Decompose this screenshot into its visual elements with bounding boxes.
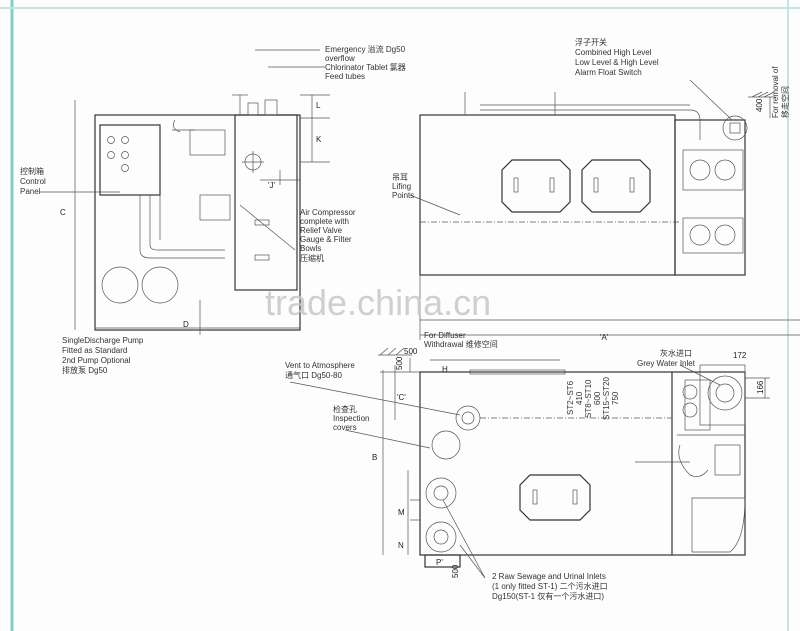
svg-text:'J': 'J' xyxy=(268,181,276,190)
svg-text:通气口 Dg50-80: 通气口 Dg50-80 xyxy=(285,370,342,380)
plan-view xyxy=(289,347,770,579)
label-discharge-pump: SingleDischarge Pump Fitted as Standard … xyxy=(62,336,144,375)
label-raw-sewage: 2 Raw Sewage and Urinal Inlets (1 only f… xyxy=(492,572,608,601)
svg-text:SingleDischarge Pump: SingleDischarge Pump xyxy=(62,336,144,345)
svg-text:Dg150(ST-1 仅有一个污水进口): Dg150(ST-1 仅有一个污水进口) xyxy=(492,591,604,601)
svg-text:D: D xyxy=(183,320,189,329)
svg-text:500: 500 xyxy=(404,347,418,356)
svg-text:M: M xyxy=(398,508,405,517)
svg-text:500: 500 xyxy=(451,564,460,578)
svg-text:检查孔: 检查孔 xyxy=(333,404,357,414)
svg-text:Points: Points xyxy=(392,191,414,200)
svg-text:Low Level & High Level: Low Level & High Level xyxy=(575,58,659,67)
svg-text:Panel: Panel xyxy=(20,187,41,196)
svg-text:灰水进口: 灰水进口 xyxy=(660,348,692,358)
svg-text:Combined High Level: Combined High Level xyxy=(575,48,652,57)
svg-text:B: B xyxy=(372,453,377,462)
svg-text:750: 750 xyxy=(611,391,620,405)
svg-text:Feed tubes: Feed tubes xyxy=(325,72,365,81)
svg-text:Withdrawal 维修空间: Withdrawal 维修空间 xyxy=(424,339,498,349)
svg-text:Chlorinator Tablet 氯器: Chlorinator Tablet 氯器 xyxy=(325,62,406,72)
svg-text:H: H xyxy=(442,365,448,374)
label-lifting-points: 吊耳 Lifing Points xyxy=(392,173,414,200)
svg-text:K: K xyxy=(316,135,322,144)
svg-text:ST15~ST20: ST15~ST20 xyxy=(602,377,611,420)
inspection-cover-1 xyxy=(501,159,571,213)
inspection-cover-2 xyxy=(581,159,651,213)
label-float-switch: 浮子开关 Combined High Level Low Level & Hig… xyxy=(575,37,659,77)
label-chlorinator: Chlorinator Tablet 氯器 Feed tubes xyxy=(325,62,406,81)
svg-text:排放泵 Dg50: 排放泵 Dg50 xyxy=(62,365,108,375)
inspection-cover-plan xyxy=(519,474,591,521)
label-removal: For removal of 移走空间 xyxy=(771,66,790,118)
svg-text:Relief Valve: Relief Valve xyxy=(300,226,343,235)
svg-text:172: 172 xyxy=(733,351,747,360)
svg-text:Emergency 溢流 Dg50: Emergency 溢流 Dg50 xyxy=(325,44,406,54)
dimension-labels: C D L K 'J' 'A' 'C' B H M N P' 400 500 5… xyxy=(60,98,765,578)
svg-text:600: 600 xyxy=(593,391,602,405)
control-panel-box xyxy=(99,124,161,196)
svg-text:浮子开关: 浮子开关 xyxy=(575,37,607,47)
svg-text:covers: covers xyxy=(333,423,357,432)
svg-text:For Diffuser: For Diffuser xyxy=(424,331,466,340)
svg-text:410: 410 xyxy=(575,391,584,405)
svg-text:166: 166 xyxy=(756,380,765,394)
svg-text:For removal of: For removal of xyxy=(771,66,780,118)
svg-text:P': P' xyxy=(436,558,443,567)
svg-text:2 Raw Sewage and Urinal Inlets: 2 Raw Sewage and Urinal Inlets xyxy=(492,572,606,581)
svg-text:'A': 'A' xyxy=(600,333,609,342)
svg-text:'C': 'C' xyxy=(397,393,406,402)
svg-text:2nd Pump Optional: 2nd Pump Optional xyxy=(62,356,131,365)
svg-text:Gauge & Filter: Gauge & Filter xyxy=(300,235,352,244)
svg-text:ST2~ST6: ST2~ST6 xyxy=(566,380,575,415)
svg-text:400: 400 xyxy=(755,98,764,112)
svg-text:Fitted as Standard: Fitted as Standard xyxy=(62,346,127,355)
svg-text:N: N xyxy=(398,541,404,550)
svg-text:Grey Water Inlet: Grey Water Inlet xyxy=(637,359,696,368)
svg-text:Control: Control xyxy=(20,177,46,186)
svg-text:L: L xyxy=(316,101,321,110)
svg-text:移走空间: 移走空间 xyxy=(780,86,790,118)
svg-text:overflow: overflow xyxy=(325,54,355,63)
svg-text:Air Compressor: Air Compressor xyxy=(300,208,356,217)
svg-text:Alarm Float Switch: Alarm Float Switch xyxy=(575,68,642,77)
label-grey-water: 灰水进口 Grey Water Inlet xyxy=(637,348,696,368)
label-inspection: 检查孔 Inspection covers xyxy=(333,404,369,432)
svg-text:Inspection: Inspection xyxy=(333,414,369,423)
svg-text:500: 500 xyxy=(395,356,404,370)
svg-text:控制箱: 控制箱 xyxy=(20,166,44,176)
svg-text:ST8~ST10: ST8~ST10 xyxy=(584,379,593,418)
svg-text:C: C xyxy=(60,208,66,217)
svg-text:Bowls: Bowls xyxy=(300,244,321,253)
label-vent: Vent to Atmosphere 通气口 Dg50-80 xyxy=(285,361,355,380)
label-air-compressor: Air Compressor complete with Relief Valv… xyxy=(300,208,356,263)
svg-text:Vent to Atmosphere: Vent to Atmosphere xyxy=(285,361,355,370)
front-view xyxy=(409,79,800,340)
label-control-panel: 控制箱 Control Panel xyxy=(20,166,46,196)
label-model-dims: ST2~ST6 410 ST8~ST10 600 ST15~ST20 750 xyxy=(566,377,620,420)
svg-text:(1 only fitted ST-1) 二个污水进口: (1 only fitted ST-1) 二个污水进口 xyxy=(492,581,608,591)
label-diffuser: For Diffuser Withdrawal 维修空间 xyxy=(424,331,498,349)
svg-text:吊耳: 吊耳 xyxy=(392,173,408,182)
svg-text:压缩机: 压缩机 xyxy=(300,253,324,263)
svg-text:complete with: complete with xyxy=(300,217,349,226)
watermark: trade.china.cn xyxy=(265,282,491,323)
label-emergency-overflow: Emergency 溢流 Dg50 overflow xyxy=(325,44,406,63)
side-view xyxy=(40,49,330,335)
svg-text:Lifing: Lifing xyxy=(392,182,411,191)
